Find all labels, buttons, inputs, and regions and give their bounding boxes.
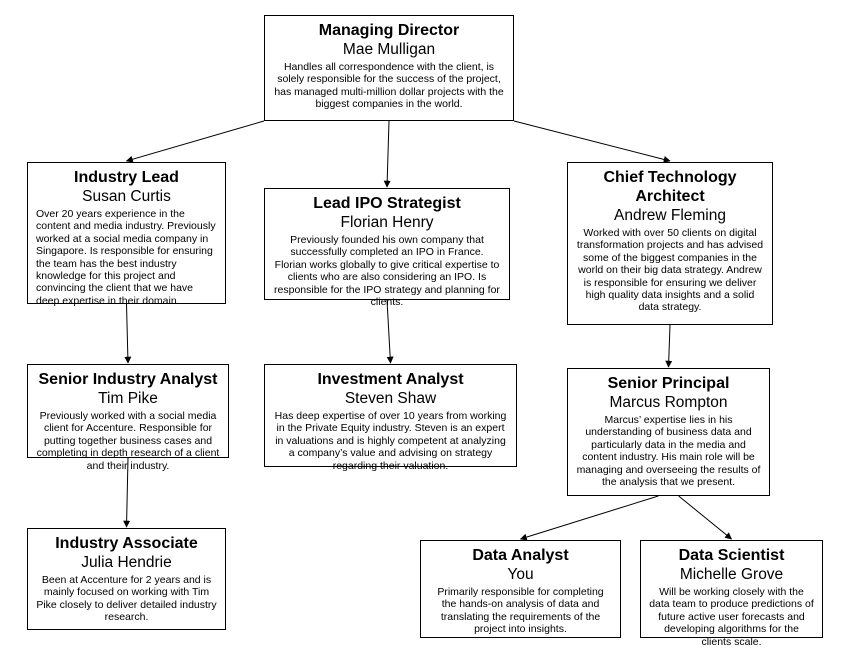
connector-sp-to-ds	[678, 495, 733, 540]
node-investment-analyst: Investment Analyst Steven Shaw Has deep …	[264, 364, 517, 472]
node-role: Senior Principal	[607, 375, 730, 392]
node-role: Lead IPO Strategist	[313, 195, 461, 212]
node-role: Industry Lead	[74, 169, 179, 186]
node-industry-associate: Industry Associate Julia Hendrie Been at…	[27, 528, 226, 630]
connector-sia-to-ias	[123, 457, 131, 528]
node-role: Industry Associate	[55, 535, 198, 552]
node-role: Investment Analyst	[317, 371, 464, 388]
node-name: You	[507, 566, 534, 583]
node-role: Data Analyst	[472, 547, 569, 564]
node-data-analyst: Data Analyst You Primarily responsible f…	[420, 540, 621, 638]
node-description: Previously worked with a social media cl…	[36, 410, 220, 472]
node-data-scientist: Data Scientist Michelle Grove Will be wo…	[640, 540, 823, 648]
node-industry-lead: Industry Lead Susan Curtis Over 20 years…	[27, 162, 226, 307]
node-description: Will be working closely with the data te…	[649, 586, 814, 648]
node-description: Over 20 years experience in the content …	[36, 208, 216, 307]
node-description: Marcus’ expertise lies in his understand…	[576, 414, 761, 489]
node-name: Florian Henry	[340, 214, 434, 231]
connector-cto-to-sp	[665, 324, 673, 368]
node-role: Senior Industry Analyst	[38, 371, 218, 388]
node-description: Primarily responsible for completing the…	[437, 586, 604, 636]
node-name: Marcus Rompton	[609, 394, 728, 411]
node-role: Managing Director	[318, 22, 460, 39]
node-lead-ipo-strategist: Lead IPO Strategist Florian Henry Previo…	[264, 188, 510, 308]
node-name: Susan Curtis	[82, 188, 171, 205]
connector-md-to-cto	[513, 120, 671, 163]
node-role: Data Scientist	[678, 547, 785, 564]
connector-sp-to-da	[519, 495, 659, 541]
node-description: Handles all correspondence with the clie…	[274, 61, 504, 111]
connector-md-to-il	[125, 120, 265, 163]
node-managing-director: Managing Director Mae Mulligan Handles a…	[264, 15, 514, 121]
node-name: Steven Shaw	[344, 390, 437, 407]
node-name: Tim Pike	[98, 390, 158, 407]
node-description: Has deep expertise of over 10 years from…	[274, 410, 507, 472]
node-senior-industry-analyst: Senior Industry Analyst Tim Pike Previou…	[27, 364, 229, 472]
node-description: Previously founded his own company that …	[274, 234, 500, 309]
node-name: Julia Hendrie	[81, 554, 172, 571]
node-senior-principal: Senior Principal Marcus Rompton Marcus’ …	[567, 368, 770, 496]
node-name: Mae Mulligan	[342, 41, 436, 58]
connector-il-to-sia	[124, 303, 132, 364]
node-description: Worked with over 50 clients on digital t…	[576, 227, 764, 314]
node-name: Michelle Grove	[679, 566, 784, 583]
node-chief-technology-architect: Chief Technology Architect Andrew Flemin…	[567, 162, 773, 325]
connector-ipo-to-ia	[386, 299, 394, 364]
node-role: Chief Technology Architect	[603, 169, 737, 205]
node-name: Andrew Fleming	[614, 207, 726, 224]
node-description: Been at Accenture for 2 years and is mai…	[36, 574, 217, 624]
connector-md-to-ipo	[383, 120, 391, 188]
